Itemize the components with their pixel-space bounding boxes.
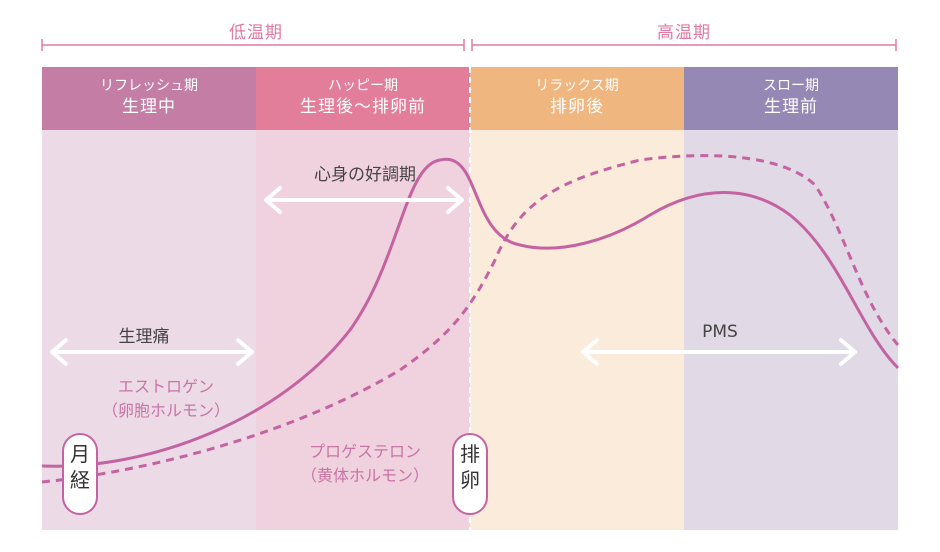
phase-sub: 排卵後: [550, 97, 604, 117]
phase-name: スロー期: [763, 78, 819, 94]
good-condition-label: 心身の好調期: [314, 165, 416, 185]
progesterone-label: プロゲステロン （黄体ホルモン）: [290, 440, 440, 488]
estrogen-label-line2: （卵胞ホルモン）: [101, 401, 230, 420]
pms-label: PMS: [702, 322, 738, 342]
ovulation-marker: 排 卵: [452, 433, 488, 515]
phase-header-happy: ハッピー期 生理後〜排卵前: [256, 67, 470, 130]
pms-arrow: [581, 338, 857, 366]
period-pain-arrow: [50, 338, 254, 366]
high-temperature-range-line: [471, 39, 897, 51]
phase-header-slow: スロー期 生理前: [684, 67, 898, 130]
high-temperature-label: 高温期: [657, 23, 711, 43]
estrogen-curve: [41, 157, 900, 468]
menstruation-marker: 月 経: [62, 433, 98, 515]
phase-header-refresh: リフレッシュ期 生理中: [42, 67, 256, 130]
phase-bg-relax: [470, 130, 684, 530]
progesterone-label-line1: プロゲステロン: [308, 442, 421, 461]
progesterone-label-line2: （黄体ホルモン）: [300, 466, 429, 485]
ovulation-marker-char1: 排: [460, 442, 480, 466]
low-temperature-label: 低温期: [229, 23, 283, 43]
phase-header-relax: リラックス期 排卵後: [470, 67, 684, 130]
estrogen-label-line1: エストロゲン: [117, 377, 214, 396]
ovulation-marker-char2: 卵: [460, 468, 480, 492]
good-condition-arrow: [264, 186, 464, 214]
phase-name: リフレッシュ期: [100, 78, 198, 94]
low-temperature-range-line: [41, 39, 465, 51]
phase-bg-slow: [684, 130, 898, 530]
progesterone-curve: [41, 154, 900, 484]
phase-name: ハッピー期: [328, 78, 398, 94]
phase-sub: 生理後〜排卵前: [300, 97, 426, 117]
menstruation-marker-char2: 経: [70, 468, 90, 492]
estrogen-label: エストロゲン （卵胞ホルモン）: [96, 375, 236, 423]
phase-sub: 生理前: [764, 97, 818, 117]
phase-sub: 生理中: [122, 97, 176, 117]
phase-bg-happy: [256, 130, 470, 530]
menstruation-marker-char1: 月: [70, 442, 90, 466]
period-pain-label: 生理痛: [118, 327, 170, 347]
phase-name: リラックス期: [535, 78, 619, 94]
